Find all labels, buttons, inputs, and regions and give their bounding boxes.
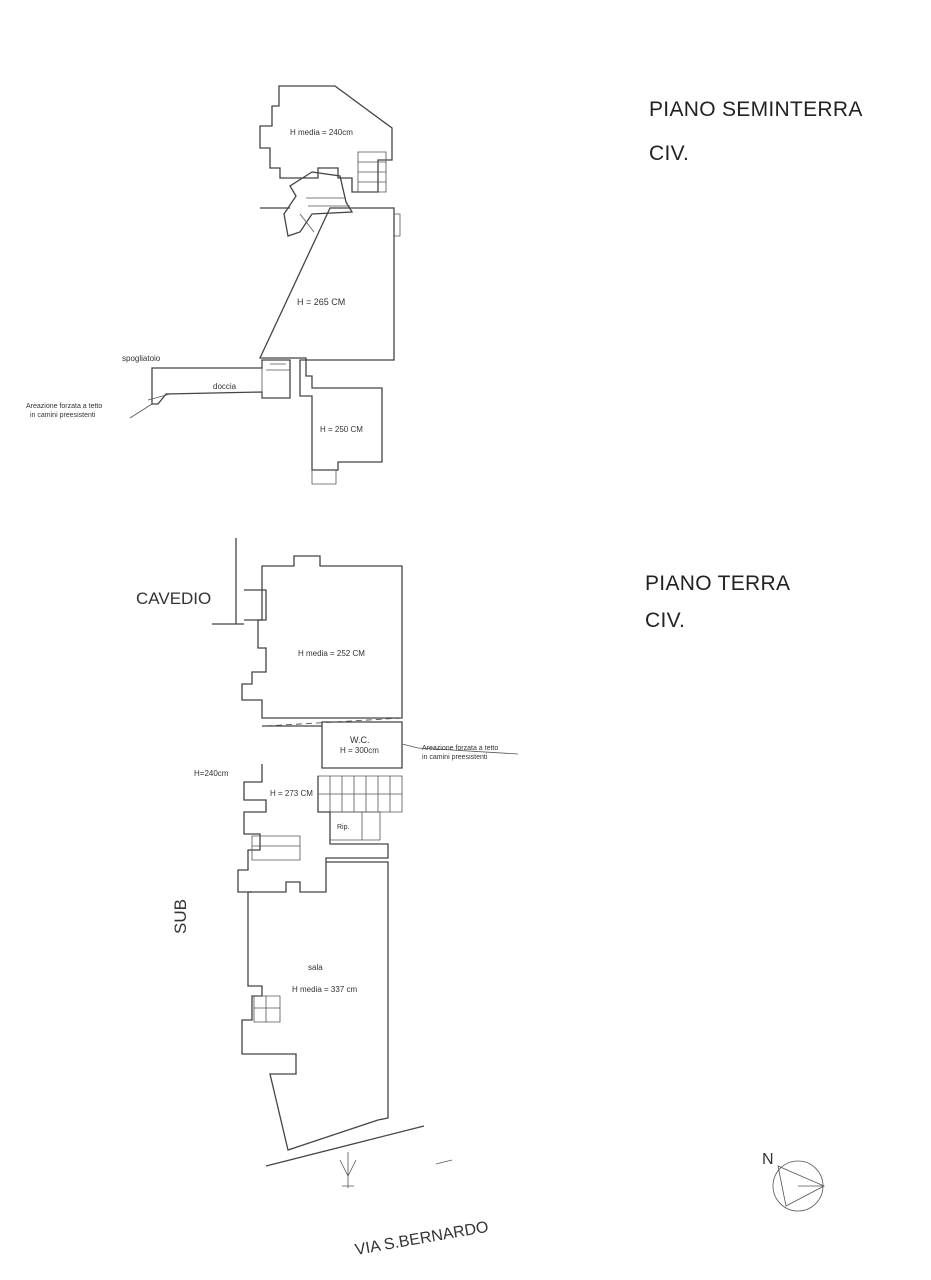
ground-vent-note-2: in camini preesistenti: [422, 754, 488, 761]
ground-vent-note-1: Areazione forzata a tetto: [422, 745, 498, 752]
ground-courtyard-label: CAVEDIO: [136, 589, 211, 608]
ground-civ: CIV.: [645, 609, 686, 632]
basement-small-stair: [357, 151, 387, 193]
basement-vent-note-1: Areazione forzata a tetto: [26, 403, 102, 410]
ground-wc-height: H = 300cm: [340, 746, 379, 755]
basement-civ: CIV.: [649, 142, 690, 165]
basement-lower-room: [299, 359, 383, 471]
ground-rip-label: Rip.: [337, 824, 350, 831]
ground-hall-label: sala: [308, 963, 323, 972]
basement-middle-height: H = 265 CM: [297, 297, 345, 307]
basement-title: PIANO SEMINTERRA: [649, 98, 863, 121]
ground-top-room: [241, 555, 403, 719]
basement-shower-label: doccia: [213, 382, 237, 391]
north-label: N: [762, 1151, 774, 1168]
basement-storage-label: spogliatoio: [122, 354, 161, 363]
ground-middle-height: H = 273 CM: [270, 789, 313, 798]
basement-top-height: H media = 240cm: [290, 128, 353, 137]
basement-top-room: [259, 85, 393, 193]
basement-lower-height: H = 250 CM: [320, 425, 363, 434]
ground-title: PIANO TERRA: [645, 572, 791, 595]
ground-corridor-height: H=240cm: [194, 769, 229, 778]
ground-corridor: [237, 725, 389, 893]
ground-top-height: H media = 252 CM: [298, 649, 365, 658]
basement-middle-room: [258, 207, 395, 361]
ground-wc-label: W.C.: [350, 735, 370, 745]
ground-hall-height: H media = 337 cm: [292, 985, 357, 994]
ground-stair: [317, 775, 403, 813]
ground-hall: [241, 861, 389, 1151]
ground-street-line: [265, 1125, 425, 1167]
street-name-label: VIA S.BERNARDO: [354, 1219, 490, 1259]
north-arrow-icon: [772, 1160, 825, 1212]
ground-wc-room: [321, 721, 403, 769]
ground-sub-label: SUB: [171, 899, 190, 934]
basement-plan: H media = 240cm H = 265 CM spogliatoio d…: [26, 85, 401, 485]
ground-plan: CAVEDIO H media = 252 CM W.C. H = 300cm …: [136, 538, 825, 1259]
basement-stair: [283, 171, 354, 237]
basement-vent-note-2: in camini preesistenti: [30, 412, 96, 419]
ground-courtyard: [212, 538, 263, 625]
